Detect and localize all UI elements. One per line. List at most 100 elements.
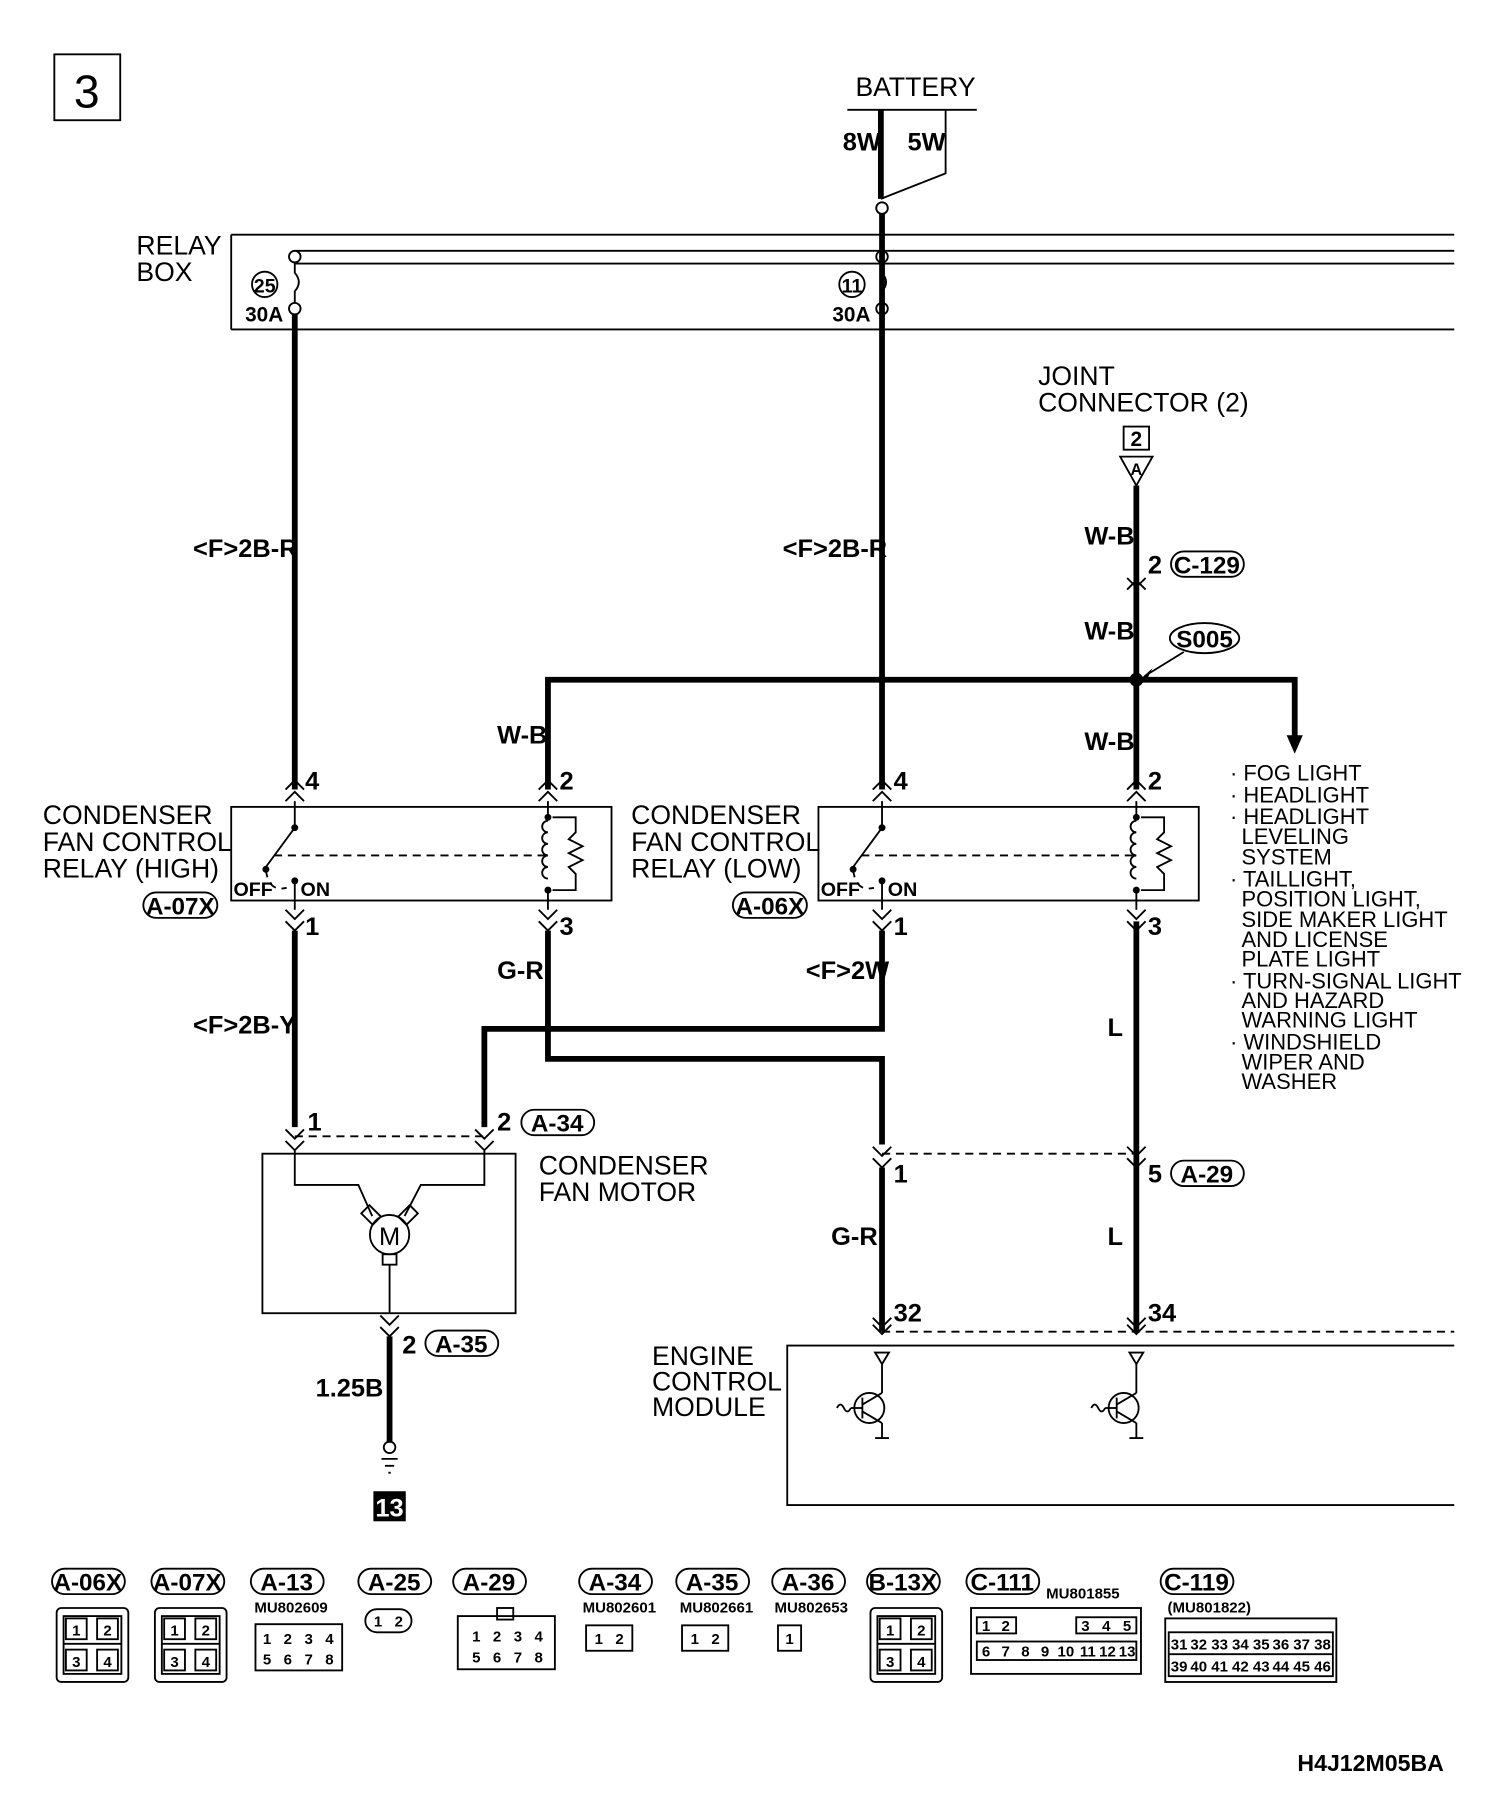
wire-label-left-2br: <F>2B-R	[193, 535, 298, 563]
splice-label: S005	[1176, 626, 1233, 653]
legend-pin: 5	[1123, 1618, 1131, 1635]
legend-part: (MU801822)	[1168, 1600, 1251, 1617]
figure-code: H4J12M05BA	[1297, 1750, 1444, 1776]
load-item: PLATE LIGHT	[1242, 946, 1381, 971]
wire-label-right-2br: <F>2B-R	[783, 535, 888, 563]
legend-pin: 4	[1102, 1618, 1111, 1635]
legend-pin: 2	[103, 1623, 111, 1640]
legend-pin: 5	[472, 1649, 480, 1666]
wire-label-gr-lower: G-R	[831, 1223, 878, 1251]
legend-pin: 1	[785, 1631, 793, 1648]
c129-id: C-129	[1174, 552, 1240, 579]
legend-pin: 5	[263, 1652, 271, 1669]
legend-part: MU802653	[775, 1600, 848, 1617]
fuse-11-number: 11	[842, 275, 863, 297]
legend-pin: 1	[263, 1631, 271, 1648]
motor-symbol: M	[379, 1223, 400, 1251]
legend-pin: 4	[917, 1654, 926, 1671]
legend-pin: 2	[615, 1631, 623, 1648]
legend-a25: A-25 1 2	[357, 1567, 433, 1634]
joint-connector: JOINT CONNECTOR (2) 2 A	[1038, 361, 1249, 488]
battery-wire-5w: 5W	[907, 128, 945, 156]
c129-pin: 2	[1148, 551, 1162, 579]
relay-low-conn: A-06X	[736, 893, 805, 920]
relay-low-label-2: FAN CONTROL	[631, 827, 820, 857]
fuse-25-amp: 30A	[245, 303, 283, 326]
legend-pin: 2	[917, 1623, 925, 1640]
engine-control-module: ENGINE CONTROL MODULE 32 34	[652, 1299, 1455, 1507]
legend-pin: 32	[1190, 1637, 1207, 1654]
relay-high-conn: A-07X	[146, 893, 215, 920]
relay-low-on: ON	[888, 879, 917, 901]
relay-low-off: OFF	[821, 879, 860, 901]
fan-motor-pin-2: 2	[497, 1109, 511, 1137]
legend-pin: 31	[1171, 1637, 1188, 1654]
legend-pin: 1	[170, 1623, 178, 1640]
legend-pin: 12	[1099, 1644, 1116, 1661]
legend-pin: 8	[535, 1649, 543, 1666]
legend-pin: 41	[1211, 1659, 1228, 1676]
legend-pin: 13	[1119, 1644, 1136, 1661]
legend-pin: 3	[170, 1654, 178, 1671]
wire-label-125b: 1.25B	[316, 1374, 384, 1402]
connector-c129: 2 C-129	[1126, 550, 1245, 591]
fuse-11-amp: 30A	[832, 303, 870, 326]
relay-high-label-3: RELAY (HIGH)	[43, 853, 219, 883]
legend-pin: 3	[304, 1631, 312, 1648]
condenser-fan-relay-low: CONDENSER FAN CONTROL RELAY (LOW) A-06X …	[631, 768, 1200, 941]
legend-pin: 6	[982, 1644, 990, 1661]
load-item: POSITION LIGHT,	[1242, 886, 1421, 911]
legend-pin: 3	[514, 1629, 522, 1646]
load-item: · HEADLIGHT	[1230, 782, 1369, 807]
legend-pin: 1	[472, 1629, 480, 1646]
wire-label-wb-4: W-B	[1084, 728, 1134, 756]
relay-box-label-2: BOX	[136, 257, 192, 287]
legend-a34: A-34 MU802601 1 2	[578, 1567, 656, 1652]
load-item: LEVELING	[1242, 824, 1349, 849]
condenser-fan-motor: CONDENSER FAN MOTOR 1 2 A-34 M	[261, 1109, 709, 1315]
wire-label-l-upper: L	[1107, 1014, 1123, 1042]
load-item: · WINDSHIELD	[1230, 1030, 1381, 1055]
legend-id: B-13X	[868, 1570, 937, 1597]
legend-pin: 33	[1211, 1637, 1228, 1654]
relay-low-pin-3: 3	[1148, 913, 1162, 941]
legend-pin: 37	[1293, 1637, 1310, 1654]
legend-id: A-36	[782, 1570, 835, 1597]
legend-pin: 39	[1171, 1659, 1188, 1676]
a29-pin-1: 1	[894, 1161, 908, 1189]
load-item: · HEADLIGHT	[1230, 804, 1369, 829]
fan-motor-conn: A-34	[531, 1111, 584, 1138]
legend-pin: 35	[1253, 1637, 1270, 1654]
relay-high-label-1: CONDENSER	[43, 800, 213, 830]
legend-pin: 1	[691, 1631, 699, 1648]
a35-id: A-35	[435, 1332, 488, 1359]
legend-a13: A-13 MU802609 1 2 3 4 5 6 7 8	[249, 1567, 344, 1672]
legend-pin: 3	[72, 1654, 80, 1671]
relay-low-label-1: CONDENSER	[631, 800, 801, 830]
relay-high-label-2: FAN CONTROL	[43, 827, 232, 857]
load-item: SYSTEM	[1242, 845, 1332, 870]
load-item: SIDE MAKER LIGHT	[1242, 907, 1448, 932]
legend-pin: 7	[304, 1652, 312, 1669]
relay-low-pin-1: 1	[894, 913, 908, 941]
legend-pin: 7	[1002, 1644, 1010, 1661]
legend-pin: 2	[711, 1631, 719, 1648]
battery-label: BATTERY	[855, 72, 975, 102]
fan-motor-label-2: FAN MOTOR	[539, 1177, 697, 1207]
legend-pin: 2	[284, 1631, 292, 1648]
load-item: WIPER AND	[1242, 1049, 1365, 1074]
legend-pin: 9	[1041, 1644, 1049, 1661]
joint-connector-label-2: CONNECTOR (2)	[1038, 388, 1249, 418]
legend-id: A-07X	[153, 1570, 222, 1597]
legend-pin: 34	[1232, 1637, 1249, 1654]
wire-label-gr-upper: G-R	[497, 957, 544, 985]
legend-b13x: B-13X 1 2 3 4	[866, 1567, 944, 1683]
load-item: AND LICENSE	[1242, 927, 1388, 952]
legend-c111: C-111 MU801855 1 2 3 4 5 6 7 8 9 10 11 1…	[965, 1567, 1142, 1675]
legend-id: C-119	[1164, 1570, 1229, 1597]
legend-pin: 2	[395, 1613, 403, 1630]
condenser-fan-relay-high: CONDENSER FAN CONTROL RELAY (HIGH) A-07X…	[43, 768, 613, 941]
legend-pin: 42	[1232, 1659, 1249, 1676]
legend-pin: 38	[1314, 1637, 1331, 1654]
